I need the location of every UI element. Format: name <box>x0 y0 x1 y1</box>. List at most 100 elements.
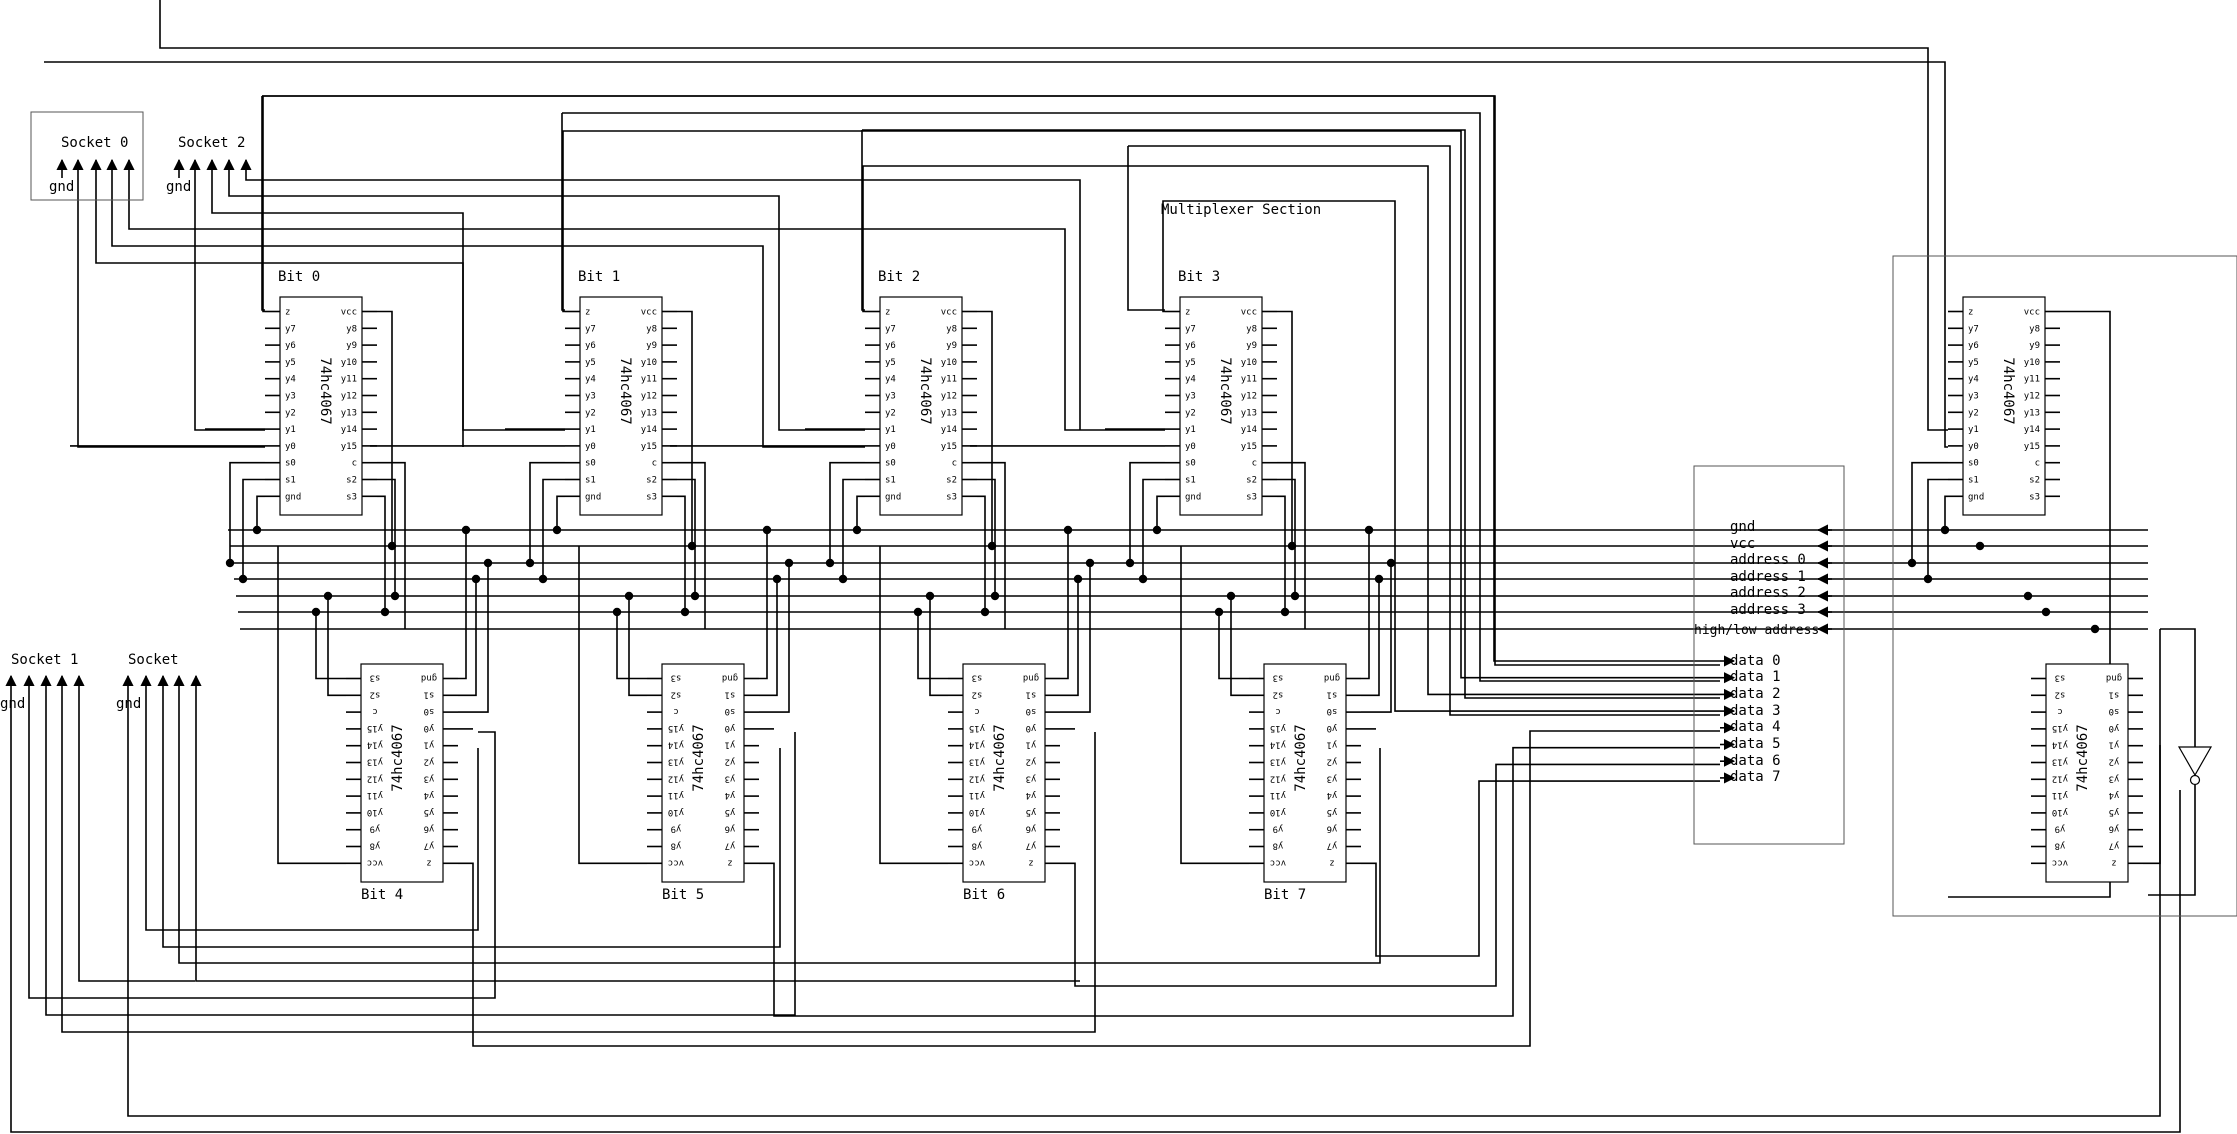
wire-b-s1 <box>759 579 778 697</box>
high-low-section-frame <box>1892 255 2237 917</box>
chip-pin-label: y11 <box>641 375 657 385</box>
chip-pin-label: s3 <box>370 673 381 683</box>
chip-pin-label: c <box>1252 459 1257 469</box>
chip-pin-label: y11 <box>1241 375 1257 385</box>
junction-dot <box>538 574 548 584</box>
diagram-title: Multiplexer Section <box>1161 202 1321 218</box>
bus-label-address-2: address 2 <box>1730 585 1806 601</box>
chip-pin-label: y3 <box>285 392 296 402</box>
bus-label-data-7: data 7 <box>1730 769 1781 785</box>
chip-pin-label: y11 <box>941 375 957 385</box>
chip-pin-label: z <box>885 308 890 318</box>
wire-gnd <box>556 495 565 530</box>
socket-2-wire <box>245 178 1081 430</box>
chip-pin-label: y4 <box>585 375 596 385</box>
chip-pin-label: y10 <box>2024 358 2040 368</box>
socket-1-gnd-label: gnd <box>0 696 25 712</box>
chip-part-number: 74hc4067 <box>691 724 707 791</box>
chip-pin-label: s1 <box>1968 476 1979 486</box>
wire-s3 <box>377 495 386 612</box>
chip-pin-label: y0 <box>585 442 596 452</box>
socket-0-label: Socket 0 <box>61 135 128 151</box>
chip-pin-label: y12 <box>341 392 357 402</box>
wire-z-data-3 <box>1162 200 1720 712</box>
chip-pin-label: y7 <box>885 324 896 334</box>
chip-body <box>1962 296 2046 516</box>
chip-pin-label: y1 <box>424 740 435 750</box>
junction-dot <box>913 607 923 617</box>
right-gnd <box>1944 495 1948 530</box>
wire-s1 <box>842 478 865 579</box>
wire-b-s2 <box>1230 596 1249 697</box>
chip-pin-label: y11 <box>2024 375 2040 385</box>
chip-pin-label: y7 <box>2109 841 2120 851</box>
chip-pin-label: y3 <box>1026 773 1037 783</box>
bit-label-3: Bit 3 <box>1178 269 1220 285</box>
socket-1-wire <box>61 696 1096 1033</box>
socket-3-wire <box>145 696 479 931</box>
chip-pin-label: y7 <box>1968 324 1979 334</box>
chip-pin-label: vcc <box>1270 857 1286 867</box>
wire-b-s2 <box>628 596 647 697</box>
chip-pin-label: s3 <box>946 492 957 502</box>
junction-dot <box>461 525 471 535</box>
chip-pin-label: y5 <box>885 358 896 368</box>
bit-label-6: Bit 6 <box>963 887 1005 903</box>
chip-pin-label: y11 <box>969 790 985 800</box>
wire-s2 <box>1277 478 1296 596</box>
chip-pin-label: y1 <box>2109 740 2120 750</box>
mux-wire <box>561 113 565 311</box>
socket-3-wire <box>178 696 1381 964</box>
chip-pin-label: y15 <box>2024 442 2040 452</box>
bus-label-data-1: data 1 <box>1730 669 1781 685</box>
chip-pin-label: y0 <box>885 442 896 452</box>
chip-pin-label: y5 <box>585 358 596 368</box>
chip-pin-label: y0 <box>424 723 435 733</box>
chip-pin-label: y1 <box>585 425 596 435</box>
chip-pin-label: s3 <box>346 492 357 502</box>
chip-pin-label: y11 <box>1270 790 1286 800</box>
chip-part-number: 74hc4067 <box>2000 357 2016 424</box>
chip-pin-label: y15 <box>367 723 383 733</box>
junction-dot <box>990 591 1000 601</box>
chip-pin-label: y8 <box>1273 841 1284 851</box>
junction-dot <box>1364 525 1374 535</box>
chip-pin-label: y10 <box>668 807 684 817</box>
chip-pin-label: y4 <box>285 375 296 385</box>
bus-label-vcc: vcc <box>1730 536 1755 552</box>
wire-b-vcc <box>879 546 948 865</box>
wire-vcc <box>377 310 393 546</box>
chip-pin-label: y8 <box>2029 324 2040 334</box>
chip-pin-label: s0 <box>725 706 736 716</box>
junction-dot <box>980 607 990 617</box>
chip-pin-label: gnd <box>585 492 601 502</box>
chip-pin-label: y9 <box>1273 824 1284 834</box>
chip-pin-label: vcc <box>1241 308 1257 318</box>
wire-b-s1 <box>1060 579 1079 697</box>
junction-dot <box>1138 574 1148 584</box>
wire-b-s3 <box>315 612 346 680</box>
bit-label-2: Bit 2 <box>878 269 920 285</box>
chip-pin-label: c <box>652 459 657 469</box>
wire-b-gnd <box>759 530 768 680</box>
chip-pin-label: s1 <box>1026 689 1037 699</box>
chip-pin-label: y15 <box>969 723 985 733</box>
chip-pin-label: y2 <box>285 408 296 418</box>
socket-3-wire <box>195 696 1080 982</box>
chip-pin-label: y9 <box>1246 341 1257 351</box>
junction-dot <box>690 591 700 601</box>
wire-b-s2 <box>327 596 346 697</box>
junction-dot <box>784 558 794 568</box>
wire-b-s3 <box>917 612 948 680</box>
chip-pin-label: s0 <box>1327 706 1338 716</box>
chip-body <box>661 663 745 883</box>
junction-dot <box>1290 591 1300 601</box>
chip-pin-label: y2 <box>2109 757 2120 767</box>
junction-dot <box>471 574 481 584</box>
socket-1-wire <box>28 696 496 999</box>
wire-b-vcc <box>277 546 346 865</box>
inverter-symbol <box>2177 746 2213 786</box>
wire-c <box>977 461 1006 629</box>
chip-part-number: 74hc4067 <box>1217 357 1233 424</box>
